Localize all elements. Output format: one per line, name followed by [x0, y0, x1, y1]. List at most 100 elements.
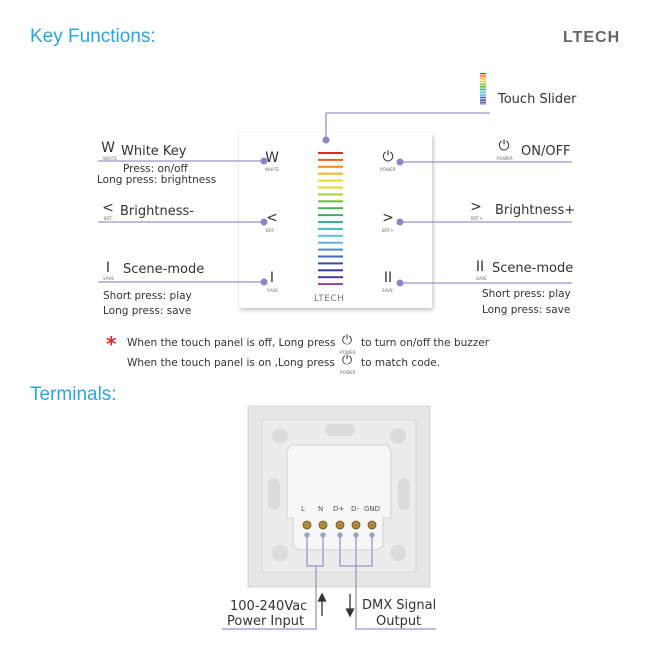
- panel-logo: LTECH: [314, 294, 345, 304]
- slider-segment[interactable]: [318, 262, 343, 265]
- key-functions-heading: Key Functions:: [30, 26, 156, 47]
- slider-segment[interactable]: [318, 207, 343, 210]
- slider-segment[interactable]: [318, 186, 343, 189]
- slider-segment[interactable]: [318, 214, 343, 217]
- wiring-lines: [222, 535, 436, 630]
- slider-segment[interactable]: [318, 276, 343, 279]
- power-icon: ⏻: [498, 138, 510, 154]
- scene-sub: SAVE: [103, 276, 115, 281]
- slider-segment[interactable]: [318, 158, 343, 161]
- white-key-desc: Long press: brightness: [97, 174, 217, 186]
- slider-segment[interactable]: [318, 248, 343, 251]
- scene-save-icon: I: [105, 260, 111, 276]
- pin-label-GND: GND: [364, 505, 381, 513]
- slider-icon-segment: [480, 100, 486, 102]
- slider-segment[interactable]: [318, 179, 343, 182]
- slider-icon-segment: [480, 84, 486, 86]
- slider-segment[interactable]: [318, 172, 343, 175]
- terminals-heading: Terminals:: [30, 384, 117, 405]
- slider-icon-segment: [480, 77, 486, 79]
- slider-segment[interactable]: [318, 234, 343, 237]
- dmx-output-label: Output: [376, 614, 422, 629]
- white-key-sub: WHITE: [103, 156, 118, 161]
- scene-pause-icon: II: [475, 259, 485, 275]
- white-key-icon: W: [101, 140, 115, 156]
- arrows: [317, 592, 355, 618]
- pin-label-L: L: [301, 505, 305, 513]
- panel-power-key[interactable]: ⏻: [382, 149, 394, 165]
- note-line-2b: to match code.: [361, 357, 441, 369]
- slider-icon-segment: [480, 81, 486, 82]
- slider-icon-segment: [480, 97, 486, 98]
- note-line-1b: to turn on/off the buzzer: [361, 337, 490, 349]
- touch-slider-label: Touch Slider: [498, 92, 577, 107]
- pin-label-N: N: [318, 505, 324, 513]
- slider-icon-segment: [480, 76, 486, 78]
- white-key-desc: Press: on/off: [123, 163, 188, 175]
- panel-brightness-minus-key[interactable]: <: [266, 210, 278, 226]
- slider-icon-segment: [480, 95, 486, 97]
- slider-icon-segment: [480, 93, 486, 95]
- power-input-label: 100-240Vac: [230, 599, 308, 614]
- slider-segment[interactable]: [318, 227, 343, 230]
- ltech-logo: LTECH: [563, 29, 621, 46]
- panel-white-key[interactable]: W: [265, 150, 279, 166]
- brightness-minus-title: Brightness-: [120, 204, 194, 219]
- slider-icon-segment: [480, 87, 486, 89]
- panel-key-sub: BRT-: [266, 228, 276, 233]
- slider-icon-segment: [480, 90, 486, 92]
- panel-key-sub: SAVE: [267, 288, 279, 293]
- slider-icon-segment: [480, 85, 486, 87]
- panel-scene-key[interactable]: II: [383, 270, 393, 286]
- slider-icon-segment: [480, 82, 486, 84]
- power-sub: POWER: [340, 350, 356, 355]
- slider-segment[interactable]: [318, 152, 343, 154]
- chevron-left-icon: <: [102, 200, 114, 216]
- panel-key-sub: POWER: [380, 167, 396, 172]
- white-key-title: White Key: [121, 144, 187, 159]
- back-panel-image: [247, 405, 431, 588]
- power-icon: ⏻: [341, 333, 353, 348]
- slider-segment[interactable]: [318, 255, 343, 258]
- panel-key-sub: WHITE: [265, 167, 280, 172]
- slider-segment[interactable]: [318, 269, 343, 272]
- slider-icon-segment: [480, 89, 486, 90]
- brightness-plus-sub: BRT+: [471, 216, 483, 221]
- slider-segment[interactable]: [318, 165, 343, 168]
- touch-slider: [318, 152, 343, 286]
- chevron-right-icon: >: [470, 199, 482, 215]
- panel-brightness-plus-key[interactable]: >: [382, 210, 394, 226]
- scene-mode-right-title: Scene-mode: [492, 261, 574, 276]
- scene-sub: SAVE: [476, 276, 488, 281]
- panel-key-sub: BRT+: [382, 228, 394, 233]
- scene-mode-left-title: Scene-mode: [123, 262, 205, 277]
- brightness-minus-sub: BRT-: [104, 216, 114, 221]
- scene-desc: Long press: save: [482, 304, 571, 316]
- slider-segment[interactable]: [318, 193, 343, 196]
- slider-icon-segment: [480, 74, 486, 76]
- slider-segment[interactable]: [318, 200, 343, 203]
- slider-segment[interactable]: [318, 241, 343, 244]
- panel-save-key[interactable]: I: [269, 270, 275, 286]
- slider-icon-segment: [480, 73, 486, 74]
- brightness-plus-title: Brightness+: [495, 203, 576, 218]
- slider-segment[interactable]: [318, 283, 343, 286]
- panel-key-sub: SAVE: [382, 288, 394, 293]
- dmx-output-label: DMX Signal: [362, 598, 437, 613]
- power-sub: POWER: [340, 370, 356, 375]
- scene-desc: Short press: play: [482, 288, 571, 300]
- slider-icon-segment: [480, 98, 486, 100]
- asterisk-icon: *: [106, 332, 117, 356]
- slider-segment[interactable]: [318, 221, 343, 223]
- slider-icon-segment: [480, 103, 486, 105]
- on-off-title: ON/OFF: [521, 144, 571, 159]
- power-icon: ⏻: [341, 353, 353, 368]
- pin-label-D-minus: D-: [351, 505, 359, 513]
- note-line-1: When the touch panel is off, Long press: [127, 337, 336, 349]
- scene-desc: Short press: play: [103, 290, 192, 302]
- touch-slider-icon: [480, 73, 486, 105]
- slider-icon-segment: [480, 101, 486, 103]
- scene-desc: Long press: save: [103, 305, 192, 317]
- slider-icon-segment: [480, 79, 486, 81]
